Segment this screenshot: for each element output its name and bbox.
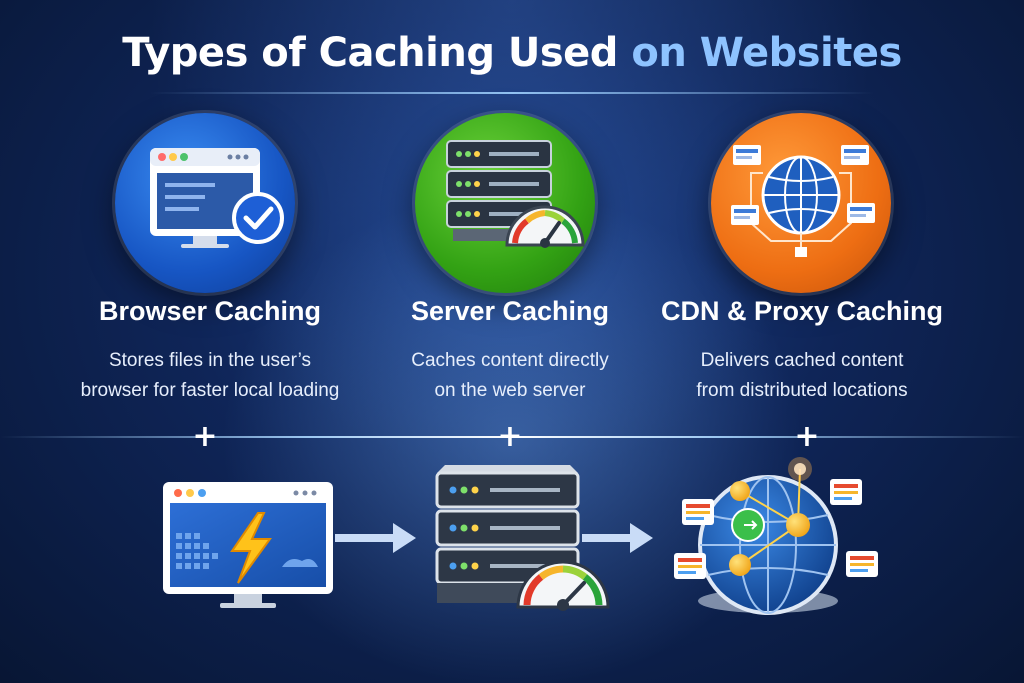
server-caching-line-1: Caches content directly <box>411 350 609 371</box>
lightning-browser-icon <box>163 482 333 608</box>
glowing-divider <box>0 436 1024 438</box>
server-caching-icon-circle <box>415 113 595 293</box>
server-rack-icon <box>435 465 580 603</box>
browser-caching-icon-circle <box>115 113 295 293</box>
cdn-globe-icon <box>674 457 878 615</box>
server-caching-heading: Server Caching <box>410 296 610 326</box>
cdn-caching-line-2: from distributed locations <box>696 380 908 401</box>
plus-icon: + <box>497 419 523 454</box>
server-caching-line-2: on the web server <box>434 380 586 401</box>
cdn-caching-description: Delivers cached content from distributed… <box>652 346 952 406</box>
cdn-caching-heading: CDN & Proxy Caching <box>660 296 944 326</box>
server-speedometer-icon <box>446 140 585 248</box>
browser-caching-description: Stores files in the user’s browser for f… <box>60 346 360 406</box>
plus-icon: + <box>192 419 218 454</box>
server-caching-description: Caches content directly on the web serve… <box>360 346 660 406</box>
plus-icon: + <box>794 419 820 454</box>
browser-window-check-icon <box>150 148 284 248</box>
title-part-2: on Websites <box>631 30 902 76</box>
arrow-right-icon <box>582 523 653 553</box>
globe-network-icon <box>731 145 875 257</box>
cdn-caching-icon-circle <box>711 113 891 293</box>
speedometer-icon <box>516 560 610 611</box>
page-title: Types of Caching Used on Websites <box>0 30 1024 76</box>
browser-caching-heading: Browser Caching <box>98 296 322 326</box>
browser-caching-line-1: Stores files in the user’s <box>108 350 312 371</box>
title-part-1: Types of Caching Used <box>122 30 618 76</box>
arrow-right-icon <box>335 523 416 553</box>
cdn-caching-line-1: Delivers cached content <box>700 350 904 371</box>
title-underline <box>150 92 874 94</box>
browser-caching-line-2: browser for faster local loading <box>80 380 340 401</box>
caching-flow-illustration <box>163 457 878 615</box>
